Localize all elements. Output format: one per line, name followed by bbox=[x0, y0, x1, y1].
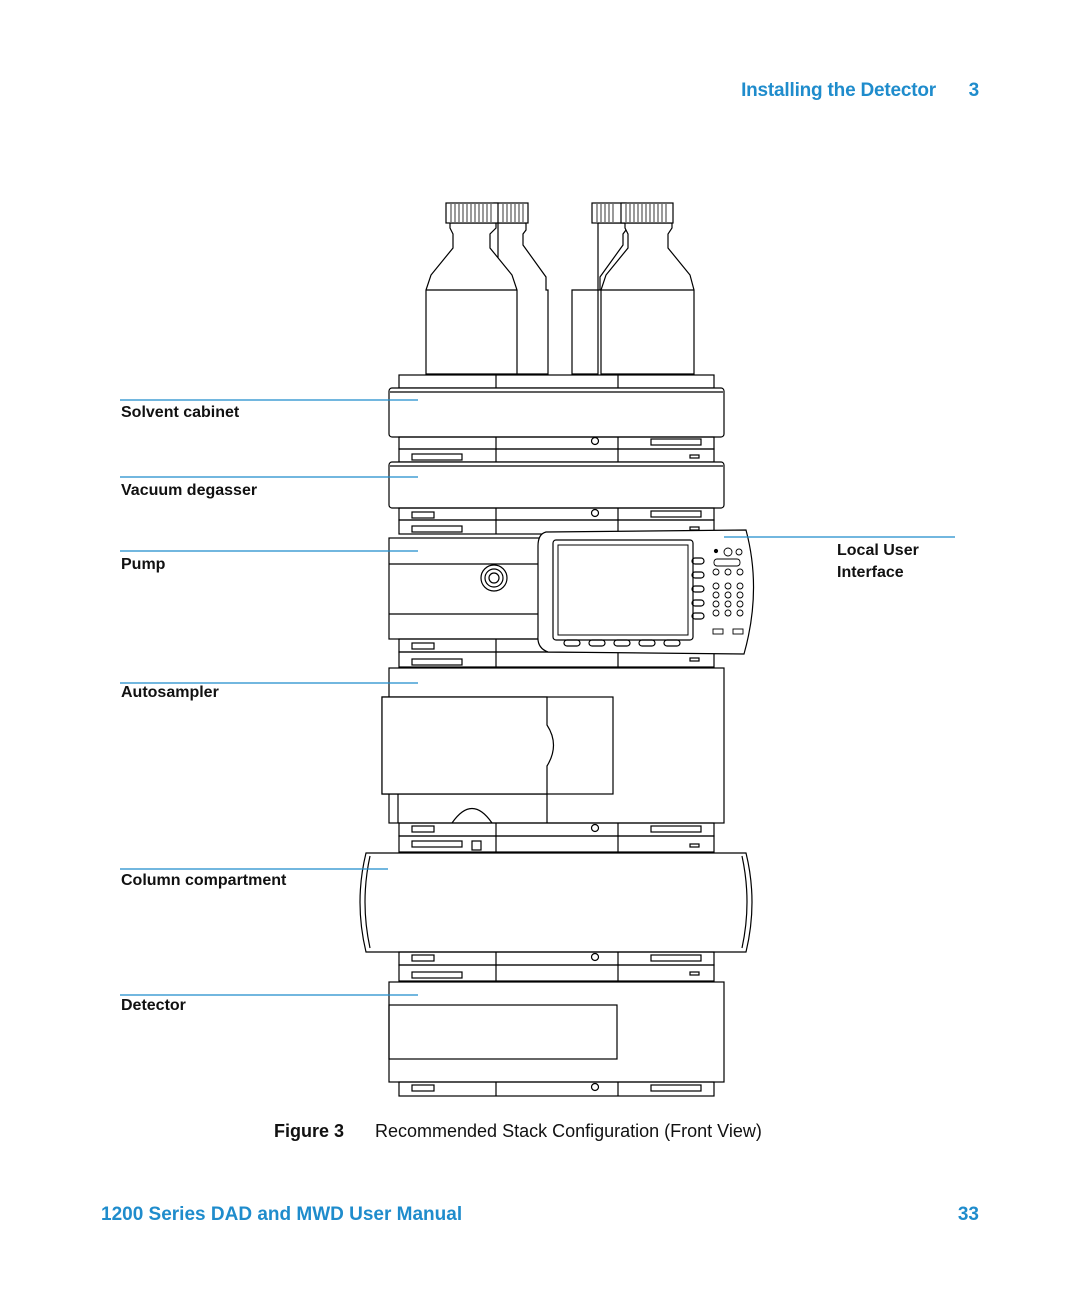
figure-caption: Recommended Stack Configuration (Front V… bbox=[375, 1121, 762, 1142]
solvent-bottles bbox=[426, 203, 694, 374]
label-pump: Pump bbox=[121, 556, 165, 574]
label-column-compartment: Column compartment bbox=[121, 872, 286, 890]
footer-manual-title: 1200 Series DAD and MWD User Manual bbox=[101, 1204, 462, 1226]
autosampler-module bbox=[382, 668, 724, 852]
footer-page-number: 33 bbox=[958, 1204, 979, 1226]
label-local-user-interface-line1: Local User bbox=[837, 540, 919, 562]
column-compartment-module bbox=[360, 853, 752, 981]
vacuum-degasser-module bbox=[389, 462, 724, 534]
label-autosampler: Autosampler bbox=[121, 684, 219, 702]
figure-number: Figure 3 bbox=[274, 1121, 344, 1142]
label-solvent-cabinet: Solvent cabinet bbox=[121, 404, 239, 422]
label-local-user-interface: Local User Interface bbox=[837, 540, 919, 584]
local-user-interface-device bbox=[538, 530, 754, 654]
label-detector: Detector bbox=[121, 997, 186, 1015]
solvent-cabinet-module bbox=[389, 375, 724, 437]
module-feet bbox=[399, 437, 714, 462]
label-vacuum-degasser: Vacuum degasser bbox=[121, 482, 257, 500]
label-local-user-interface-line2: Interface bbox=[837, 562, 919, 584]
detector-module bbox=[389, 982, 724, 1096]
